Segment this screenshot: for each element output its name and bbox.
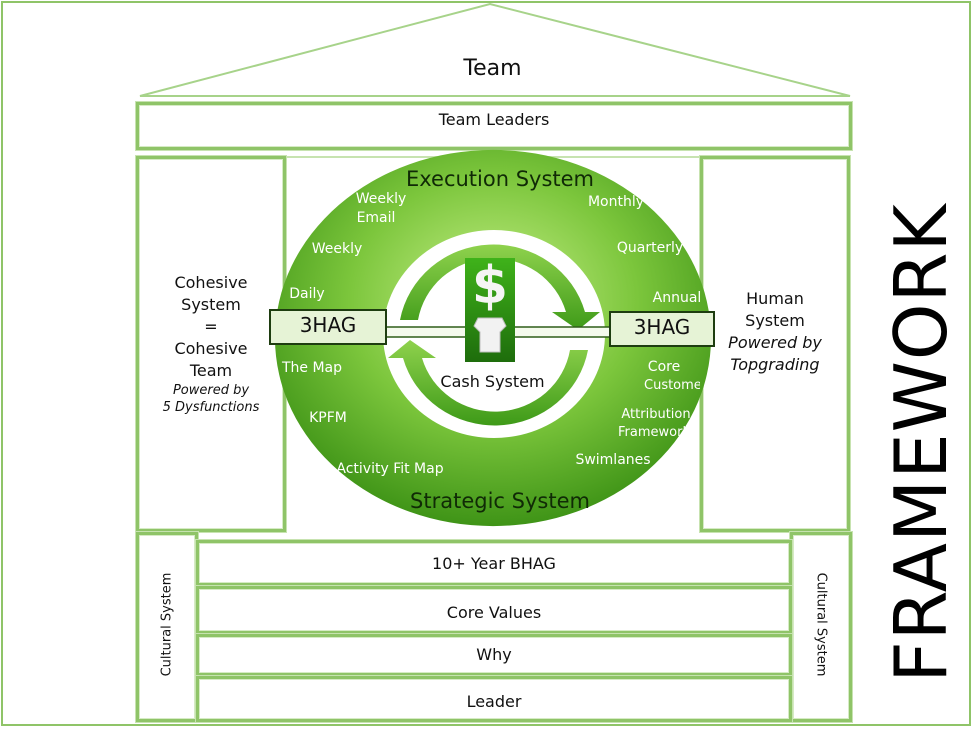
outer-ring	[275, 149, 711, 527]
foundation-row-core-values	[196, 586, 792, 634]
execution-system-title: Execution System	[405, 167, 595, 191]
foundation-row-core-values-label: Core Values	[446, 603, 542, 622]
weekly-label: Weekly	[311, 241, 363, 257]
right-pillar-text: Human System Powered by Topgrading	[700, 288, 850, 376]
right-pillar-sub1: Powered by	[728, 333, 822, 352]
daily-label: Daily	[289, 286, 325, 302]
the-map-label: The Map	[281, 360, 343, 376]
team-leaders-bar	[136, 102, 852, 150]
foundation-row-bhag-label: 10+ Year BHAG	[432, 554, 556, 573]
quarterly-label: Quarterly	[616, 240, 684, 256]
cultural-system-right-label: Cultural System	[813, 572, 829, 677]
swimlanes-label: Swimlanes	[575, 452, 651, 468]
right-pillar	[700, 156, 850, 532]
roof	[139, 2, 851, 97]
dollar-sign: $	[471, 256, 509, 316]
left-pillar-sub2: 5 Dysfunctions	[162, 400, 260, 415]
strategic-system-title: Strategic System	[410, 489, 590, 513]
kpfm-label: KPFM	[309, 410, 347, 426]
foundation-right-side	[790, 532, 852, 722]
foundation-row-leader	[196, 676, 792, 722]
foundation-row-leader-label: Leader	[466, 692, 522, 711]
right-pillar-line2: System	[745, 311, 805, 330]
inner-arrow-bottom	[388, 340, 588, 426]
monthly-label: Monthly	[587, 194, 645, 210]
weekly-email-label-2: Email	[356, 210, 396, 226]
core-customer-label-2: Customer	[644, 378, 700, 393]
left-pillar-line1: Cohesive	[174, 273, 248, 292]
foundation-row-why-label: Why	[476, 645, 512, 664]
team-leaders-label: Team Leaders	[438, 110, 550, 129]
left-3hag-box	[269, 309, 387, 345]
cash-system-label: Cash System	[440, 372, 545, 391]
framework-side-title: FRAMEWORK	[879, 203, 963, 683]
left-3hag-label: 3HAG	[299, 313, 357, 337]
attribution-label-2: Framework	[618, 425, 690, 440]
activity-fit-map-label: Activity Fit Map	[336, 461, 444, 477]
weekly-email-label-1: Weekly	[355, 191, 407, 207]
left-pillar-line2: System	[181, 295, 241, 314]
attribution-label-1: Attribution	[621, 407, 691, 422]
core-customer-label-1: Core	[647, 359, 681, 375]
right-pillar-line1: Human	[746, 289, 804, 308]
foundation-row-why	[196, 634, 792, 676]
left-pillar-line3: =	[204, 317, 218, 336]
annual-label: Annual	[652, 290, 702, 306]
right-3hag-label: 3HAG	[633, 315, 691, 339]
right-pillar-sub2: Topgrading	[730, 355, 820, 374]
inner-arrow-top	[400, 244, 600, 330]
foundation-row-bhag	[196, 540, 792, 586]
right-3hag-box	[609, 311, 715, 347]
left-pillar-sub1: Powered by	[172, 383, 250, 398]
roof-title: Team	[463, 56, 522, 81]
bulb-icon	[473, 317, 507, 353]
cultural-system-left-label: Cultural System	[159, 572, 175, 677]
left-pillar-line5: Team	[189, 361, 233, 380]
left-pillar	[136, 156, 286, 532]
left-pillar-line4: Cohesive	[174, 339, 248, 358]
left-pillar-text: Cohesive System = Cohesive Team Powered …	[136, 272, 286, 416]
